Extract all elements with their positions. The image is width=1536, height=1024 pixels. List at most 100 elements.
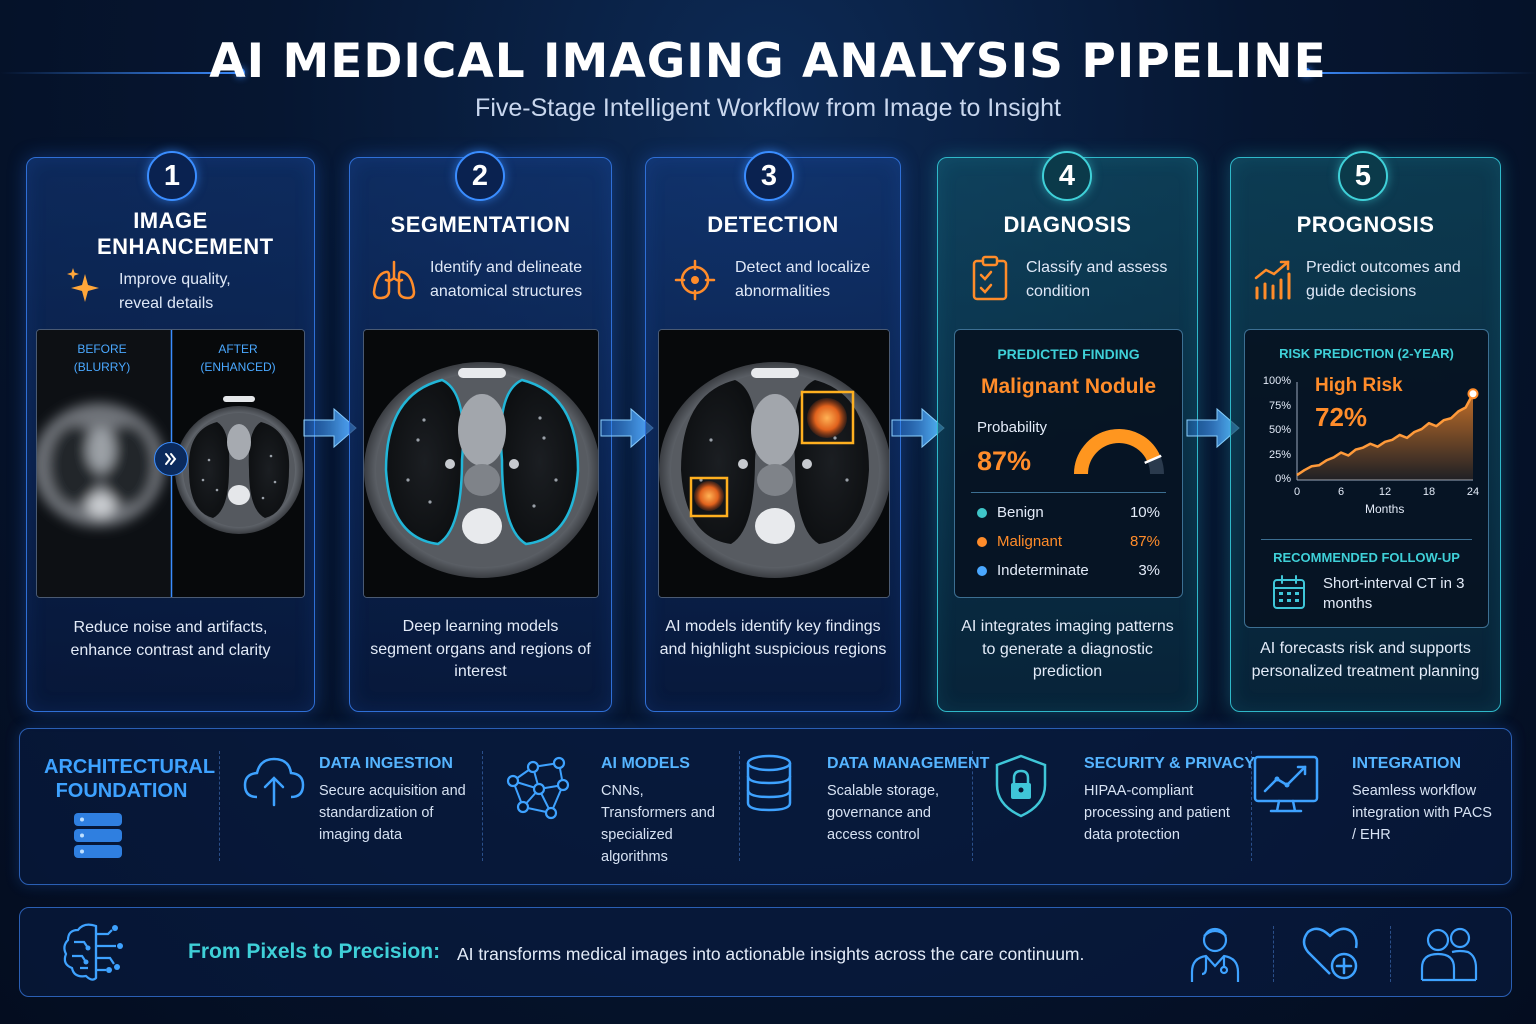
stage-title: PROGNOSIS — [1296, 212, 1435, 237]
probability-gauge — [1074, 429, 1164, 475]
stage-title: SEGMENTATION — [390, 212, 571, 237]
foundation-item-text: Scalable storage, governance and access … — [827, 783, 940, 843]
bottom-banner: From Pixels to Precision: AI transforms … — [19, 907, 1512, 997]
gauge-fill — [1074, 429, 1161, 475]
foundation-item-title: DATA MANAGEMENT — [827, 755, 990, 772]
stage-image-enhancement: 1 IMAGE ENHANCEMENT Improve quality, rev… — [26, 151, 315, 712]
detection-scan — [659, 330, 889, 597]
before-label-text: BEFORE — [77, 342, 127, 356]
stage-prognosis: 5 PROGNOSIS Predict outcomes and guide d… — [1230, 151, 1501, 712]
class-label: Indeterminate — [997, 562, 1089, 579]
foundation-item-title: INTEGRATION — [1352, 755, 1462, 772]
stage-detection: 3 DETECTION Detect and localize abnormal… — [645, 151, 901, 712]
stage-footer: Reduce noise and artifacts, enhance cont… — [70, 619, 271, 659]
x-tick-label: 12 — [1378, 486, 1392, 498]
foundation-item-ai-models: AI MODELS CNNs, Transformers and special… — [503, 729, 733, 886]
title-dot-right — [1302, 68, 1311, 77]
page-title: AI MEDICAL IMAGING ANALYSIS PIPELINE — [209, 34, 1327, 89]
y-tick-label: 75% — [1268, 399, 1291, 412]
class-row-indeterminate: Indeterminate 3% — [973, 560, 1164, 582]
followup-title: RECOMMENDED FOLLOW-UP — [1273, 550, 1460, 565]
legend-dot — [977, 566, 987, 576]
divider — [219, 751, 220, 861]
class-label: Benign — [997, 504, 1044, 521]
ai-brain-icon — [60, 920, 136, 991]
probability-label: Probability — [977, 419, 1048, 436]
heart-plus-icon — [1300, 922, 1364, 987]
stage-description: Identify and delineate anatomical struct… — [430, 259, 583, 300]
foundation-item-text: Seamless workflow integration with PACS … — [1352, 783, 1492, 843]
stage-description: Predict outcomes and guide decisions — [1306, 259, 1461, 300]
monitor-chart-icon — [1253, 753, 1319, 822]
y-tick-label: 0% — [1275, 473, 1291, 485]
before-after-panel: BEFORE (BLURRY) AFTER (ENHANCED) — [36, 329, 305, 598]
legend-dot — [977, 537, 987, 547]
y-tick-label: 50% — [1268, 424, 1291, 436]
title-dot-left — [236, 68, 245, 77]
shield-lock-icon — [993, 753, 1049, 824]
title-line-left — [0, 72, 240, 74]
stage-number: 2 — [455, 151, 505, 201]
doctor-icon — [1188, 922, 1242, 989]
before-label-sub: (BLURRY) — [73, 360, 131, 374]
class-row-malignant: Malignant 87% — [973, 531, 1164, 553]
foundation-item-title: SECURITY & PRIVACY — [1084, 755, 1255, 772]
after-label-text: AFTER — [218, 342, 258, 356]
flow-arrow-3 — [891, 407, 945, 449]
banner-headline: From Pixels to Precision: — [188, 940, 441, 963]
stage-title: DIAGNOSIS — [1003, 212, 1132, 237]
calendar-icon — [1271, 574, 1307, 617]
patients-icon — [1418, 922, 1480, 987]
class-label: Malignant — [997, 533, 1063, 550]
chevron-double-right-icon — [165, 453, 177, 465]
stage-diagnosis: 4 DIAGNOSIS Classify and assess conditio… — [937, 151, 1198, 712]
foundation-item-title: DATA INGESTION — [319, 755, 453, 772]
risk-level: High Risk — [1315, 375, 1403, 396]
stage-description: Classify and assess condition — [1026, 259, 1168, 300]
architectural-foundation: ARCHITECTURAL FOUNDATION DATA INGESTION … — [19, 728, 1512, 885]
sparkle-icon — [63, 266, 103, 311]
server-stack-icon — [72, 811, 124, 866]
stage-number: 3 — [744, 151, 794, 201]
diagnosis-panel: PREDICTED FINDING Malignant Nodule Proba… — [954, 329, 1183, 598]
x-tick-label: 6 — [1337, 486, 1345, 498]
y-tick-label: 25% — [1268, 448, 1291, 461]
clipboard-check-icon — [970, 255, 1010, 308]
stage-title: IMAGE ENHANCEMENT — [97, 208, 274, 259]
title-line-right — [1306, 72, 1536, 74]
class-value: 3% — [1138, 562, 1160, 579]
database-icon — [744, 753, 794, 820]
detection-panel — [658, 329, 890, 598]
growth-chart-icon — [1253, 258, 1293, 307]
flow-arrow-1 — [303, 407, 357, 449]
foundation-item-data-ingestion: DATA INGESTION Secure acquisition and st… — [241, 729, 481, 886]
after-label-sub: (ENHANCED) — [200, 360, 276, 374]
after-label: AFTER (ENHANCED) — [193, 340, 283, 376]
class-row-benign: Benign 10% — [973, 502, 1164, 524]
risk-chart-title: RISK PREDICTION (2-YEAR) — [1279, 346, 1454, 361]
page-subtitle: Five-Stage Intelligent Workflow from Ima… — [475, 94, 1061, 122]
cloud-upload-icon — [241, 753, 307, 814]
x-axis-label: Months — [1365, 502, 1405, 516]
x-tick-label: 24 — [1466, 486, 1480, 498]
risk-line — [1296, 393, 1475, 477]
probability-value: 87% — [977, 446, 1032, 476]
compare-toggle-button[interactable] — [154, 442, 188, 476]
foundation-item-text: HIPAA-compliant processing and patient d… — [1084, 783, 1230, 843]
segmentation-scan — [364, 330, 598, 597]
stage-footer: AI models identify key findings and high… — [659, 618, 887, 658]
foundation-item-integration: INTEGRATION Seamless workflow integratio… — [1253, 729, 1503, 886]
stage-number: 4 — [1042, 151, 1092, 201]
legend-dot — [977, 508, 987, 518]
predicted-finding-label: PREDICTED FINDING — [997, 346, 1140, 362]
before-after-scan — [37, 330, 304, 597]
foundation-item-data-management: DATA MANAGEMENT Scalable storage, govern… — [742, 729, 992, 886]
divider — [1251, 751, 1252, 861]
class-value: 10% — [1129, 504, 1160, 521]
divider — [482, 751, 483, 861]
divider — [971, 492, 1166, 493]
flow-arrow-2 — [600, 407, 654, 449]
foundation-title: ARCHITECTURAL FOUNDATION — [44, 756, 216, 802]
flow-arrow-4 — [1186, 407, 1240, 449]
network-icon — [503, 753, 573, 828]
